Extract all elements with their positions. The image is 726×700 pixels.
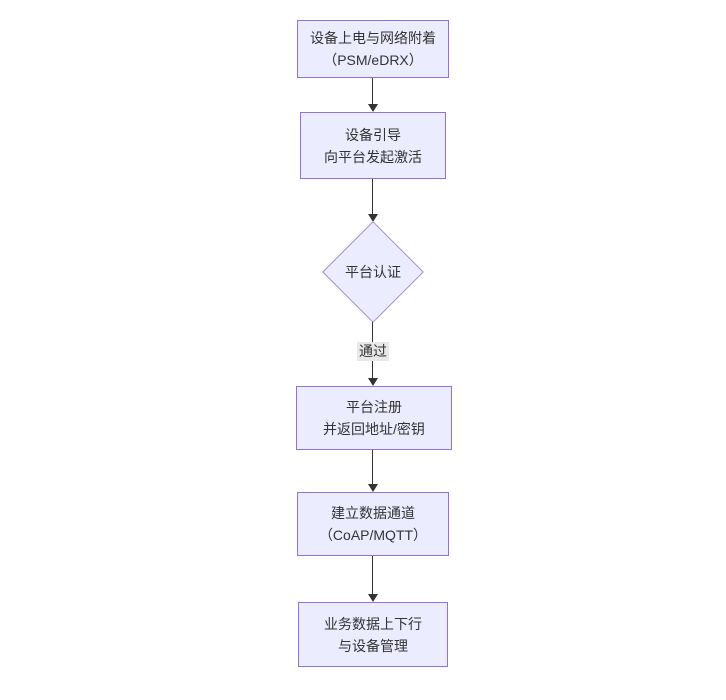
node-text-line: 设备上电与网络附着 bbox=[310, 30, 436, 46]
node-text-line: 设备引导 bbox=[345, 126, 401, 143]
flowchart-node-channel: 建立数据通道 （CoAP/MQTT） bbox=[297, 492, 449, 556]
node-text-line: 平台认证 bbox=[345, 264, 401, 280]
node-text-line: 与设备管理 bbox=[338, 637, 408, 654]
flowchart-node-register: 平台注册 并返回地址/密钥 bbox=[296, 386, 452, 450]
flowchart-node-auth-decision: 平台认证 bbox=[322, 221, 424, 323]
node-text-line: （CoAP/MQTT） bbox=[318, 527, 428, 543]
node-text-line: 并返回地址/密钥 bbox=[323, 421, 425, 437]
node-text-line: 业务数据上下行 bbox=[324, 615, 422, 632]
node-text-line: （PSM/eDRX） bbox=[323, 52, 423, 68]
flow-arrow-down-icon bbox=[368, 450, 378, 492]
node-text-line: 建立数据通道 bbox=[331, 505, 415, 521]
flowchart-node-bootstrap: 设备引导 向平台发起激活 bbox=[300, 112, 446, 179]
node-text-line: 平台注册 bbox=[346, 399, 402, 415]
flow-arrow-down-icon bbox=[368, 78, 378, 112]
flowchart-node-business: 业务数据上下行 与设备管理 bbox=[298, 602, 448, 667]
node-text-line: 向平台发起激活 bbox=[324, 148, 422, 165]
flow-arrow-down-icon bbox=[368, 556, 378, 602]
flowchart-node-attach: 设备上电与网络附着 （PSM/eDRX） bbox=[297, 20, 449, 78]
edge-label-pass: 通过 bbox=[357, 342, 389, 361]
flow-arrow-down-icon bbox=[368, 179, 378, 222]
